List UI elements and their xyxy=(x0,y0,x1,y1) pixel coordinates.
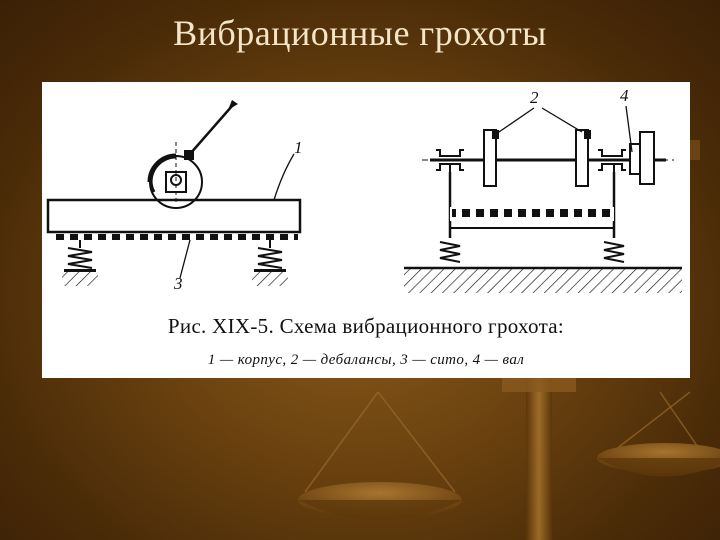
sieve-right xyxy=(452,209,612,217)
slide-title: Вибрационные грохоты xyxy=(173,13,547,53)
spring-left-b xyxy=(252,240,288,286)
label-unbalances: 2 xyxy=(530,88,539,107)
figure-legend: 1 — корпус, 2 — дебалансы, 3 — сито, 4 —… xyxy=(207,352,525,368)
figure-caption: Рис. XIX-5. Схема вибрационного грохота: xyxy=(167,314,565,338)
spring-left-a xyxy=(62,240,98,286)
pulley xyxy=(639,131,655,185)
diagram-figure: 1 2 4 3 Рис. XIX-5. Схема вибрационного … xyxy=(42,82,690,378)
bearing-right xyxy=(598,149,626,182)
ground-hatch xyxy=(404,269,682,293)
label-shaft: 4 xyxy=(620,86,629,105)
housing-right xyxy=(448,172,616,238)
label-sieve: 3 xyxy=(174,274,183,293)
unbalance-right xyxy=(575,129,589,187)
bearing-left xyxy=(436,149,464,182)
spring-right-a xyxy=(439,228,461,263)
unbalance-left xyxy=(483,129,497,187)
label-housing: 1 xyxy=(294,138,303,157)
vibrating-screen-schematic xyxy=(46,100,682,293)
housing-left xyxy=(46,198,302,234)
sieve-left xyxy=(50,234,298,240)
vibrator-left xyxy=(147,100,238,209)
spring-right-b xyxy=(603,228,625,263)
